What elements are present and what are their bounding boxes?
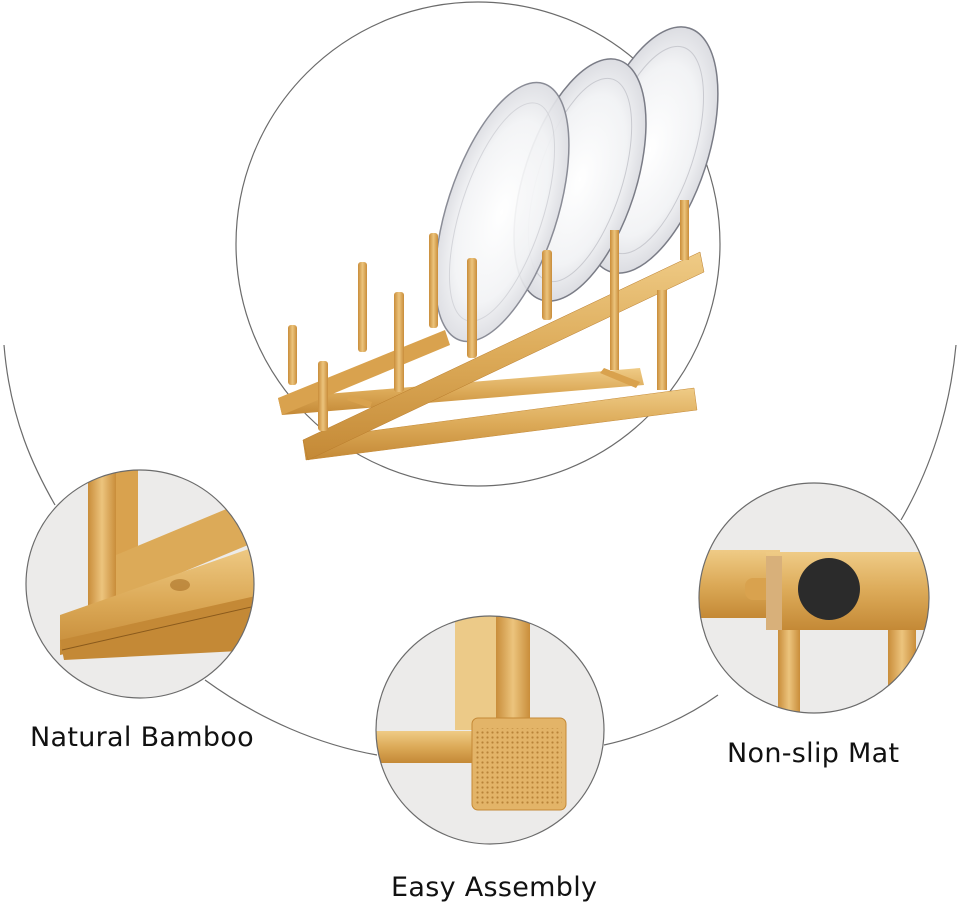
connector-arc [3,344,957,756]
dish-rack-illustration [278,26,719,461]
main-circle [235,1,721,487]
feature-label-easy-assembly: Easy Assembly [391,872,598,903]
detail-circle-natural-bamboo [25,469,255,699]
detail-circle-non-slip-mat [698,482,930,714]
feature-label-non-slip-mat: Non-slip Mat [727,738,900,769]
feature-label-natural-bamboo: Natural Bamboo [30,722,254,753]
detail-circle-easy-assembly [375,615,605,845]
